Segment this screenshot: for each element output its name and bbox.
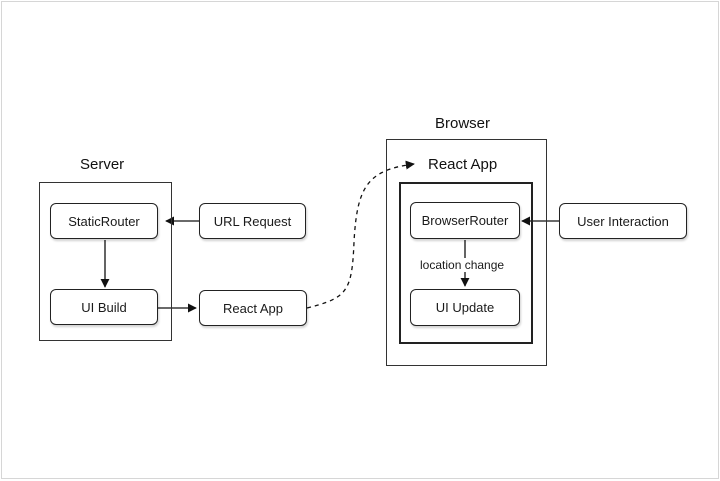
user-interaction-node: User Interaction	[559, 203, 687, 239]
browser-router-node: BrowserRouter	[410, 202, 520, 239]
ui-update-node: UI Update	[410, 289, 520, 326]
react-app-container	[399, 182, 533, 344]
server-group	[39, 182, 172, 341]
url-request-node: URL Request	[199, 203, 306, 239]
ui-build-node: UI Build	[50, 289, 158, 325]
browser-group	[386, 139, 547, 366]
location-change-edge-label: location change	[418, 258, 507, 272]
react-app-container-label: React App	[428, 156, 498, 173]
server-group-label: Server	[80, 156, 125, 173]
edge-react-app-to-browser-dashed	[306, 160, 415, 309]
static-router-node: StaticRouter	[50, 203, 158, 239]
browser-group-label: Browser	[435, 115, 491, 132]
react-app-node: React App	[199, 290, 307, 326]
